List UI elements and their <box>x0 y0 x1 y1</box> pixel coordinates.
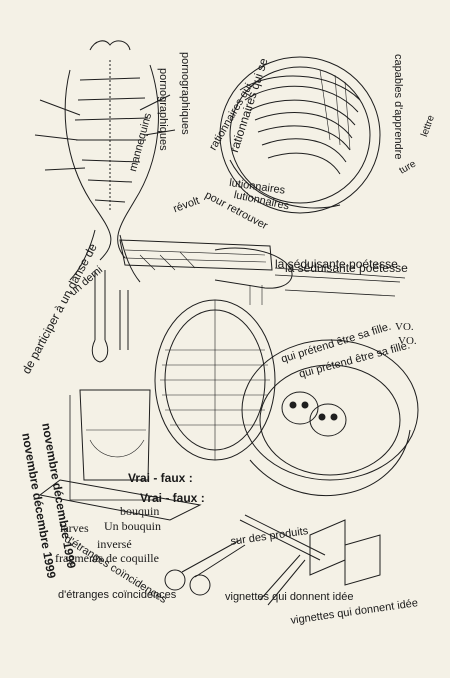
text-vignettes-1: vignettes qui donnent idée <box>225 591 354 603</box>
text-vo-2: VO. <box>398 335 417 347</box>
text-pornographiques: pornographiques <box>157 68 169 151</box>
hand-test-tube-drawing <box>119 239 406 305</box>
text-coincidences: d'étranges coïncidences <box>58 589 177 601</box>
text-seduisante: la séduisante poétesse <box>275 257 398 271</box>
glassware-drawing <box>38 270 202 521</box>
text-un-bouquin: Un bouquin <box>104 519 161 533</box>
text-vrai-faux-2: Vrai - faux : <box>140 491 205 505</box>
text-inverse: inversé <box>97 537 132 551</box>
text-vrai-faux: Vrai - faux : <box>128 471 193 485</box>
shrimp-drawing <box>34 40 176 283</box>
text-pornographiques-2: pornographiques <box>179 52 191 135</box>
shell-globe-drawing <box>219 56 381 214</box>
skull-ellipse-drawing <box>241 339 419 496</box>
text-vo-1: VO. <box>395 321 414 333</box>
text-bouquin: bouquin <box>120 504 160 518</box>
text-capables: capables d'apprendre <box>392 54 404 160</box>
tools-drawing <box>164 514 381 606</box>
fan-shell-drawing <box>154 299 276 461</box>
text-fragments: fragments de coquille <box>55 551 159 565</box>
text-seduisante-2: la séduisante poétesse <box>285 261 408 275</box>
text-larves: larves <box>60 521 89 535</box>
